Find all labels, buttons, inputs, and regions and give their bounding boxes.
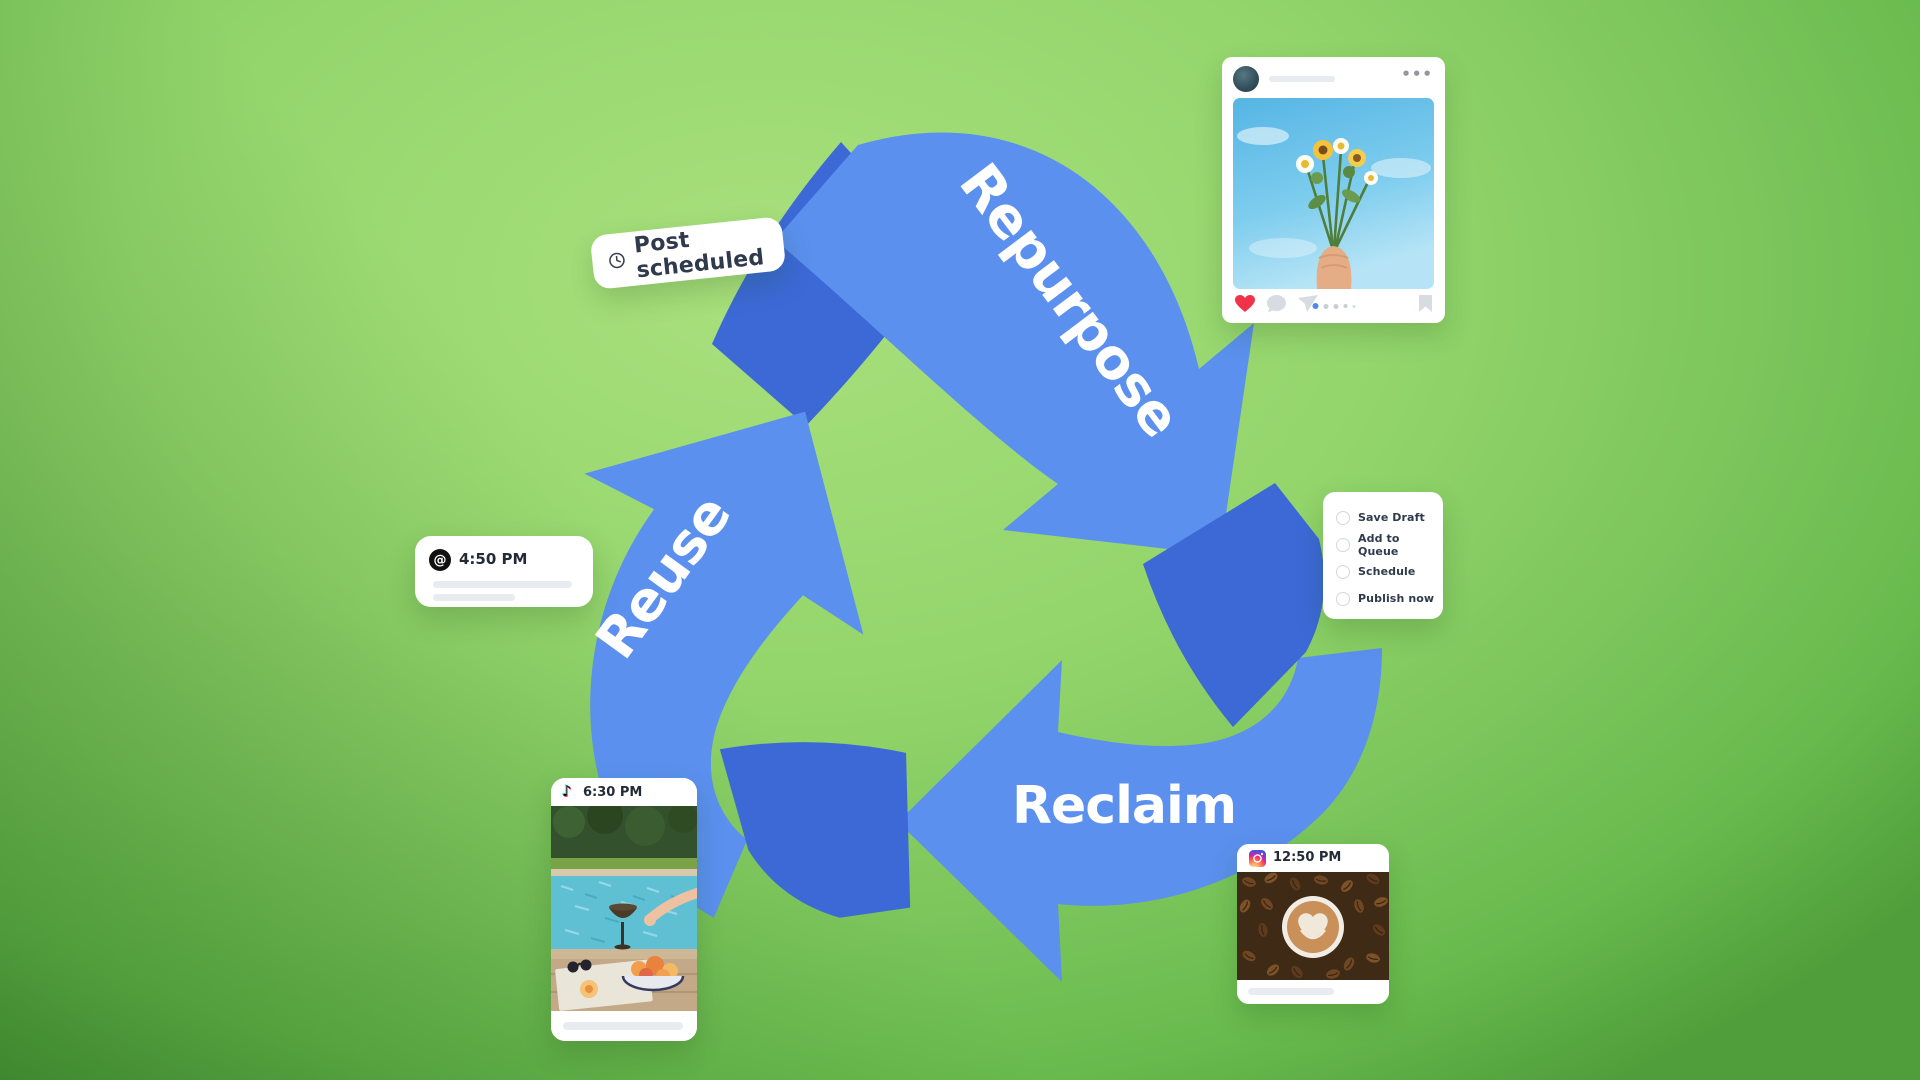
instagram-time: 12:50 PM [1273,850,1342,865]
radio-icon[interactable] [1336,564,1350,579]
threads-time: 4:50 PM [459,550,528,568]
placeholder-line [433,581,572,588]
threads-icon: @ [429,549,451,571]
sunglasses [567,959,592,973]
tiktok-card-header: ♪ 6:30 PM [551,778,697,806]
menu-item-label: Add to Queue [1358,531,1400,558]
placeholder-line [1248,988,1334,995]
menu-item-label: Schedule [1358,565,1416,578]
tiktok-post-card: ♪ 6:30 PM [551,778,697,1041]
tiktok-card-footer [551,1011,697,1041]
radio-icon[interactable] [1336,537,1350,552]
menu-item-save-draft[interactable]: Save Draft [1336,504,1443,531]
cycle-label-reclaim: Reclaim [1011,776,1237,836]
carousel-dots[interactable] [1312,303,1355,309]
share-icon[interactable] [1298,295,1318,312]
bookmark-icon[interactable] [1419,295,1432,312]
post-scheduled-badge: Post scheduled [589,216,787,290]
avatar [1233,66,1259,92]
menu-item-label: Save Draft [1358,511,1425,524]
more-icon[interactable]: ••• [1401,65,1433,83]
placeholder-line [1269,76,1335,82]
instagram-card-header: 12:50 PM [1237,844,1389,872]
reclaim-arrow-band [898,648,1382,982]
post-actions-row [1222,289,1445,323]
radio-icon[interactable] [1336,510,1350,525]
coffee-beans [1239,872,1388,979]
instagram-time-card: 12:50 PM [1237,844,1389,1004]
reclaim-arrow-fold [1143,483,1325,727]
radio-icon[interactable] [1336,591,1350,606]
reuse-arrow-fold [719,742,911,918]
menu-item-label: Publish now [1358,592,1435,605]
placeholder-line [433,594,515,601]
pool-photo [551,806,697,1011]
menu-item-schedule[interactable]: Schedule [1336,558,1443,585]
clock-icon [609,252,625,269]
menu-item-publish-now[interactable]: Publish now [1336,585,1443,612]
menu-item-add-to-queue[interactable]: Add to Queue [1336,531,1443,558]
tiktok-time: 6:30 PM [583,785,643,800]
flower-photo [1233,98,1434,289]
tiktok-icon: ♪ [562,782,572,800]
comment-icon[interactable] [1267,295,1286,313]
coffee-photo [1237,872,1389,980]
publish-menu-card: Save Draft Add to Queue Schedule Publish… [1323,492,1443,619]
instagram-icon [1249,850,1266,867]
heart-icon[interactable] [1235,295,1255,313]
flower-heads [1296,138,1378,185]
repurpose-arrow-band [775,132,1254,555]
instagram-card-footer [1237,980,1389,1004]
threads-post-card: @ 4:50 PM [415,536,593,607]
instagram-post-card: ••• [1222,57,1445,323]
placeholder-line [563,1022,683,1030]
fruit-bowl [621,956,685,992]
